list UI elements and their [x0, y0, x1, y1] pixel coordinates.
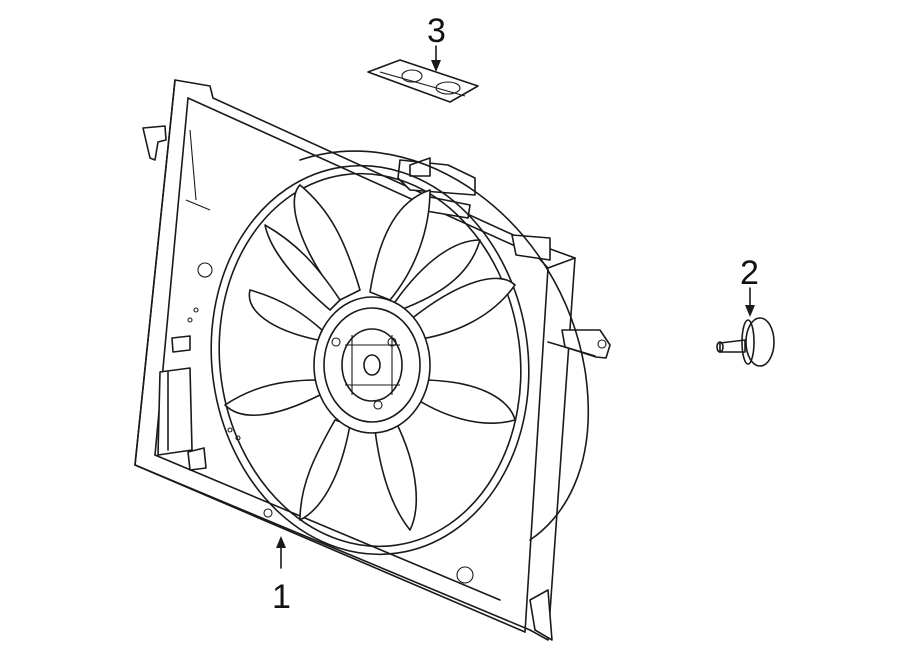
callout-label-1: 1: [272, 578, 291, 616]
shroud-ring: [210, 150, 590, 556]
part-2-bolt: [716, 317, 775, 367]
fan-motor-hub: [313, 296, 431, 434]
callout-label-3: 3: [427, 12, 446, 50]
part-3-label: [367, 59, 479, 103]
callout-label-2: 2: [740, 254, 759, 292]
callout-arrows: [276, 45, 755, 569]
fan-blades: [224, 184, 516, 531]
